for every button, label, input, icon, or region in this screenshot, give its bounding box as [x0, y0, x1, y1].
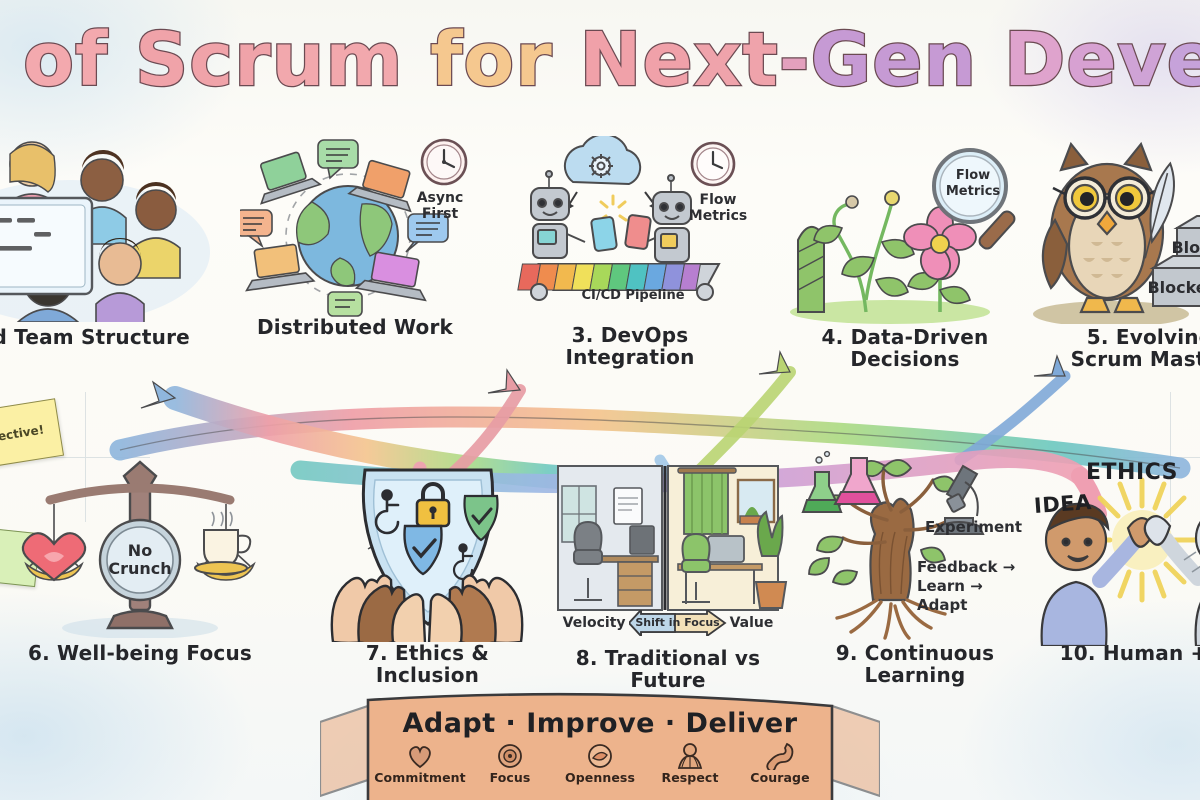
- panel-7-art: [325, 452, 530, 647]
- panel-5-caption-line2: Scrum Master: [1070, 347, 1200, 371]
- shift-in-focus-label: Shift in Focus: [635, 616, 720, 629]
- panel-4-caption-line2: Decisions: [850, 347, 960, 371]
- no-crunch-line1: No: [127, 541, 153, 560]
- scrum-values-banner: Adapt · Improve · Deliver Commitment Foc…: [320, 692, 880, 800]
- svg-text:Blocker: Blocker: [1147, 278, 1200, 297]
- balance-scale-illustration: [21, 460, 256, 639]
- panel-5-caption: 5. Evolving Scrum Master: [1025, 326, 1200, 370]
- value-openness-label: Openness: [564, 770, 635, 785]
- panel-3-devops-integration: CI/CD Pipeline Flow Metrics 3. DevOps In…: [505, 133, 755, 368]
- panel-6-wellbeing-focus: No Crunch 6. Well-being Focus: [20, 448, 260, 664]
- panel-4-data-driven-decisions: Flow Metrics 4. Data-Driven Decisions: [780, 140, 1030, 370]
- title-text: Future of Scrum for Next-Gen Developers: [22, 16, 1200, 105]
- panel-10-caption: 10. Human + A: [1059, 641, 1200, 665]
- value-label: Value: [729, 614, 774, 631]
- shift-in-focus-arrow: Shift in Focus: [628, 610, 727, 636]
- panel-1-fluid-team-structure: Fluid Team Structure: [0, 132, 220, 348]
- panel-4-caption: 4. Data-Driven Decisions: [780, 326, 1030, 370]
- flex-arm-icon: [766, 742, 794, 770]
- value-focus: Focus: [472, 740, 548, 785]
- panel-1-caption: Fluid Team Structure: [0, 325, 190, 349]
- panel-7-caption: 7. Ethics & Inclusion: [365, 641, 490, 687]
- flow-metrics-text: Flow Metrics: [945, 168, 1001, 199]
- value-commitment-label: Commitment: [374, 770, 466, 785]
- panel-3-caption: 3. DevOps Integration: [505, 324, 755, 368]
- heart-icon: [409, 746, 431, 769]
- flow-metrics-label: Flow Metrics: [688, 192, 748, 224]
- async-first-label: Async First: [416, 190, 464, 222]
- panel-5-evolving-scrum-master: Blocker Blocker 5. Evolving Scrum Master: [1025, 136, 1200, 370]
- cicd-pipeline-label: CI/CD Pipeline: [581, 288, 685, 303]
- learning-tree-illustration: [801, 450, 985, 640]
- panel-9-continuous-learning: Experiment Feedback → Learn → Adapt 9. C…: [795, 450, 1035, 686]
- panel-3-caption-line1: 3. DevOps: [571, 323, 689, 347]
- sticky-note-text: ective!: [0, 422, 46, 444]
- value-courage-label: Courage: [750, 770, 810, 785]
- person-icon: [677, 743, 703, 769]
- shield-hands-illustration: [330, 468, 524, 647]
- flow-metrics-magnifier-label: Flow Metrics: [942, 168, 1004, 200]
- panel-6-art: No Crunch: [20, 448, 260, 639]
- panel-3-caption-line2: Integration: [565, 345, 695, 369]
- velocity-label: Velocity: [562, 614, 626, 631]
- panel-8-traditional-vs-future: Velocity Shift in Focus Value 8. Traditi…: [548, 460, 788, 691]
- feedback-line2: Learn → Adapt: [917, 577, 983, 614]
- panel-2-caption: Distributed Work: [256, 315, 454, 339]
- page-title: Future of Scrum for Next-Gen Developers: [0, 14, 1200, 106]
- panel-2-distributed-work: Async First Distributed Work: [235, 132, 470, 339]
- panel-9-caption: 9. Continuous Learning: [835, 641, 995, 687]
- panel-8-art: Velocity Shift in Focus Value: [548, 460, 788, 636]
- split-office-illustration: [557, 465, 788, 611]
- owl-blockers-illustration: Blocker Blocker: [1033, 141, 1200, 327]
- open-circle-icon: [588, 744, 612, 768]
- panel-1-art: [0, 132, 220, 325]
- banner-title: Adapt · Improve · Deliver: [402, 708, 798, 739]
- robots-pipeline-illustration: [517, 133, 736, 301]
- growth-metrics-illustration: [790, 148, 1016, 324]
- value-openness: Openness: [562, 740, 638, 785]
- globe-laptops-illustration: [235, 138, 468, 317]
- panel-8-caption: 8. Traditional vs Future: [575, 646, 761, 692]
- value-courage: Courage: [742, 740, 818, 785]
- panel-4-caption-line1: 4. Data-Driven: [821, 325, 989, 349]
- panel-5-art: Blocker Blocker: [1025, 136, 1200, 327]
- target-icon: [498, 744, 522, 768]
- panel-6-caption: 6. Well-being Focus: [27, 641, 253, 665]
- scrum-values-list: Commitment Focus Openness: [370, 740, 830, 785]
- idea-label: IDEA: [1033, 490, 1093, 518]
- team-whiteboard-illustration: [0, 141, 210, 325]
- panel-10-human-plus-ai: IDEA ETHICS EM 10. Human + A: [1020, 456, 1200, 664]
- value-respect: Respect: [652, 740, 728, 785]
- feedback-loop-label: Feedback → Learn → Adapt: [917, 558, 1035, 615]
- human-robot-highfive-illustration: [1040, 477, 1200, 648]
- panel-4-art: Flow Metrics: [780, 140, 1030, 324]
- panel-3-art: CI/CD Pipeline Flow Metrics: [505, 133, 755, 316]
- no-crunch-badge: No Crunch: [108, 542, 172, 578]
- value-commitment: Commitment: [374, 740, 466, 785]
- value-respect-label: Respect: [661, 770, 719, 785]
- no-crunch-line2: Crunch: [108, 559, 172, 578]
- ethics-label: ETHICS: [1086, 460, 1179, 485]
- svg-text:Blocker: Blocker: [1171, 238, 1200, 257]
- value-focus-label: Focus: [489, 770, 531, 785]
- feedback-line1: Feedback →: [917, 558, 1016, 576]
- experiment-label: Experiment: [925, 518, 1023, 536]
- panel-10-art: IDEA ETHICS EM: [1020, 456, 1200, 648]
- panel-7-ethics-inclusion: 7. Ethics & Inclusion: [325, 452, 530, 686]
- grid-crosshair: [20, 392, 150, 522]
- panel-2-art: Async First: [235, 132, 470, 322]
- panel-9-art: Experiment Feedback → Learn → Adapt: [795, 450, 1035, 646]
- panel-5-caption-line1: 5. Evolving: [1086, 325, 1200, 349]
